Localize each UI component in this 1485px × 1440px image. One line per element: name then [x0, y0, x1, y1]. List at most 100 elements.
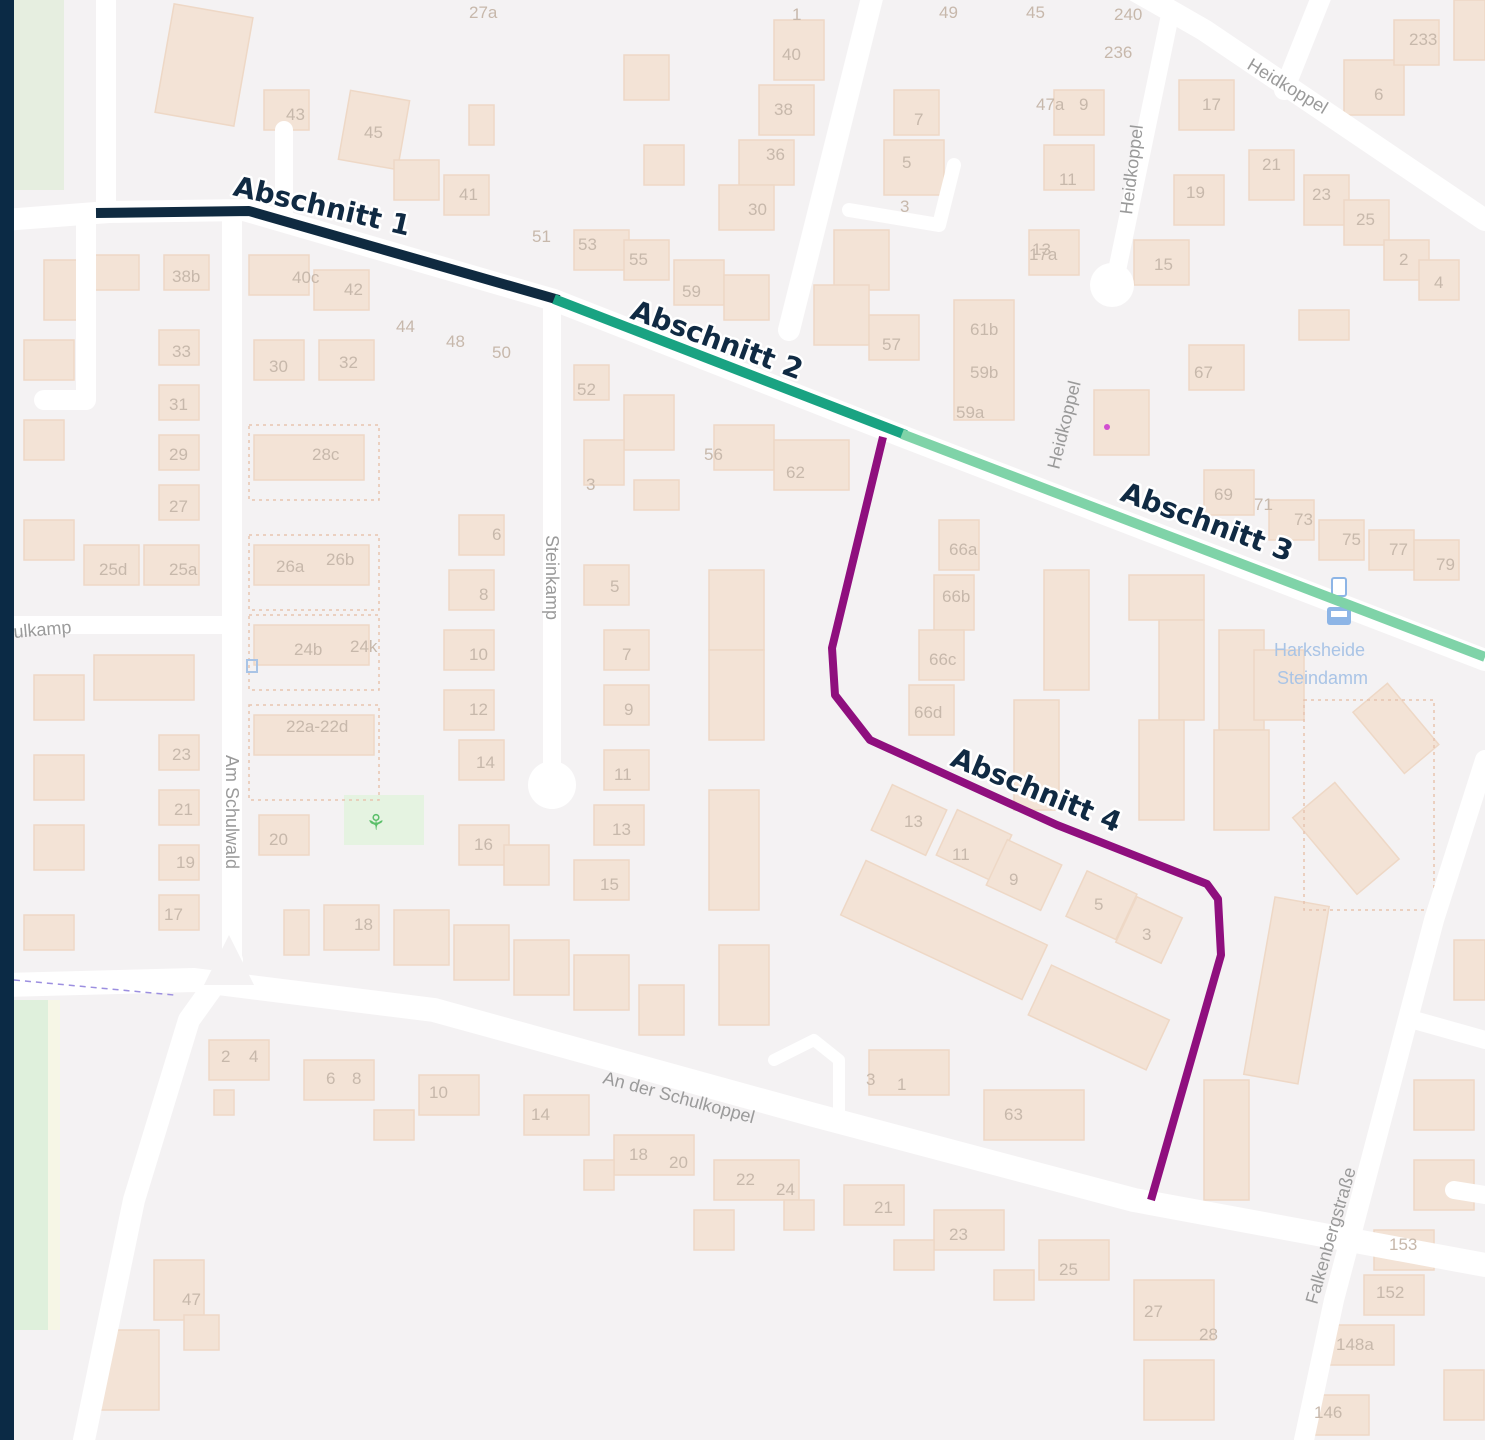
house-number: 19 — [1186, 183, 1205, 202]
house-number: 17 — [1202, 95, 1221, 114]
house-number: 1 — [897, 1075, 906, 1094]
house-number: 66d — [914, 703, 942, 722]
green-area — [14, 1000, 48, 1330]
house-number: 43 — [286, 105, 305, 124]
house-number: 24b — [294, 640, 322, 659]
house-number: 29 — [169, 445, 188, 464]
house-number: 27 — [1144, 1302, 1163, 1321]
map-svg[interactable]: ⚘ — [14, 0, 1485, 1440]
house-number: 59a — [956, 403, 985, 422]
house-number: 25 — [1059, 1260, 1078, 1279]
house-number: 14 — [531, 1105, 550, 1124]
house-number: 8 — [352, 1069, 361, 1088]
house-number: 9 — [1079, 95, 1088, 114]
house-number: 14 — [476, 753, 495, 772]
bus-stop-label-line1: Harksheide — [1274, 640, 1365, 660]
house-number: 59b — [970, 363, 998, 382]
house-number: 33 — [172, 342, 191, 361]
street-label-am-schulwald: Am Schulwald — [222, 755, 242, 869]
house-number: 56 — [704, 445, 723, 464]
house-number: 23 — [949, 1225, 968, 1244]
bus-stop[interactable]: Harksheide Steindamm — [1274, 577, 1368, 688]
house-number: 7 — [622, 645, 631, 664]
house-number: 17 — [164, 905, 183, 924]
house-number: 66c — [929, 650, 957, 669]
house-number: 13 — [612, 820, 631, 839]
house-number: 5 — [1094, 895, 1103, 914]
house-number: 233 — [1409, 30, 1437, 49]
house-number: 18 — [629, 1145, 648, 1164]
green-strip — [48, 1000, 60, 1330]
house-number: 55 — [629, 250, 648, 269]
house-number: 21 — [1262, 155, 1281, 174]
house-number: 67 — [1194, 363, 1213, 382]
house-number: 41 — [459, 185, 478, 204]
map-canvas[interactable]: ⚘ — [14, 0, 1485, 1440]
house-number: 45 — [364, 123, 383, 142]
playground-icon: ⚘ — [366, 810, 386, 835]
house-number: 27a — [469, 3, 498, 22]
house-number: 23 — [1312, 185, 1331, 204]
house-number: 19 — [176, 853, 195, 872]
house-number: 10 — [469, 645, 488, 664]
house-number: 51 — [532, 227, 551, 246]
house-number: 11 — [1059, 170, 1077, 189]
house-number: 20 — [269, 830, 288, 849]
house-number: 4 — [249, 1047, 258, 1066]
house-number: 24k — [350, 637, 378, 656]
house-number: 75 — [1342, 530, 1361, 549]
bus-stop-label-line2: Steindamm — [1277, 668, 1368, 688]
house-number: 22a-22d — [286, 717, 348, 736]
section-1-line[interactable] — [95, 206, 561, 305]
house-number: 49 — [939, 3, 958, 22]
house-number: 20 — [669, 1153, 688, 1172]
house-number: 2 — [1399, 250, 1408, 269]
house-number: 30 — [748, 200, 767, 219]
house-number: 148a — [1336, 1335, 1374, 1354]
house-number: 57 — [882, 335, 901, 354]
house-number: 18 — [354, 915, 373, 934]
house-number: 59 — [682, 282, 701, 301]
house-number: 47 — [182, 1290, 201, 1309]
house-number: 77 — [1389, 540, 1408, 559]
house-number: 21 — [874, 1198, 893, 1217]
house-number: 44 — [396, 317, 415, 336]
house-number: 66a — [949, 540, 978, 559]
house-number: 3 — [866, 1070, 875, 1089]
house-number: 9 — [624, 700, 633, 719]
house-number: 8 — [479, 585, 488, 604]
house-number: 42 — [344, 280, 363, 299]
house-number: 153 — [1389, 1235, 1417, 1254]
house-number: 62 — [786, 463, 805, 482]
house-number: 63 — [1004, 1105, 1023, 1124]
house-number: 240 — [1114, 5, 1142, 24]
house-number: 11 — [952, 845, 970, 864]
house-number: 236 — [1104, 43, 1132, 62]
house-number: 16 — [474, 835, 493, 854]
house-number: 3 — [900, 197, 909, 216]
green-area — [14, 0, 64, 190]
house-number: 12 — [469, 700, 488, 719]
house-number: 6 — [1374, 85, 1383, 104]
house-number: 66b — [942, 587, 970, 606]
section-4-line[interactable] — [828, 436, 1225, 1202]
house-number: 25 — [1356, 210, 1375, 229]
house-number: 21 — [174, 800, 193, 819]
house-number: 152 — [1376, 1283, 1404, 1302]
house-number: 3 — [586, 475, 595, 494]
house-number: 3 — [1142, 925, 1151, 944]
house-number: 48 — [446, 332, 465, 351]
house-number: 61b — [970, 320, 998, 339]
house-number: 79 — [1436, 555, 1455, 574]
house-number: 2 — [221, 1047, 230, 1066]
house-number: 15 — [600, 875, 619, 894]
house-number: 53 — [578, 235, 597, 254]
section-3-line[interactable] — [900, 429, 1485, 662]
house-number: 9 — [1009, 870, 1018, 889]
playground-area — [344, 795, 424, 845]
house-number: 38 — [774, 100, 793, 119]
house-number: 45 — [1026, 3, 1045, 22]
section-2-line[interactable] — [552, 294, 908, 440]
house-number: 13 — [1032, 240, 1051, 259]
house-number: 28 — [1199, 1325, 1218, 1344]
